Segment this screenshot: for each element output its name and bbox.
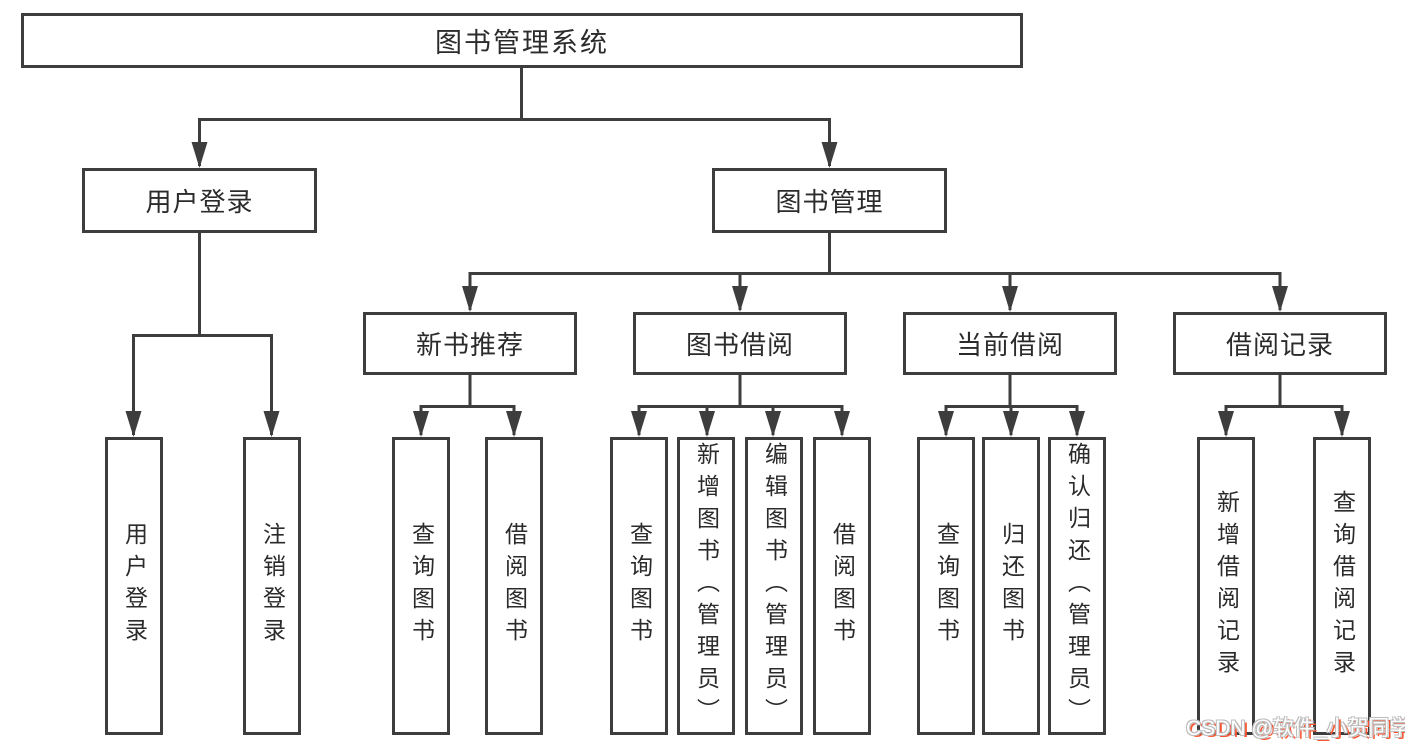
node-label: 借阅图书 — [501, 522, 528, 650]
leaf-add-borrow-record: 新增借阅记录 — [1197, 437, 1255, 735]
node-label: 新增借阅记录 — [1213, 490, 1240, 682]
node-label: 图书管理 — [775, 187, 884, 217]
leaf-query-books-current: 查询图书 — [917, 437, 975, 735]
csdn-watermark: CSDN @软件_小贺同学 — [1186, 717, 1405, 740]
leaf-borrow-books-borrowing: 借阅图书 — [813, 437, 871, 735]
node-book-borrowing: 图书借阅 — [633, 312, 847, 375]
leaf-query-books-borrowing: 查询图书 — [610, 437, 668, 735]
node-library-management-system: 图书管理系统 — [21, 13, 1023, 68]
node-user-login: 用户登录 — [82, 168, 317, 233]
node-label: 借阅图书 — [829, 522, 856, 650]
node-label: 编辑图书（管理员） — [761, 442, 788, 730]
node-label: 图书借阅 — [685, 330, 794, 360]
node-label: 当前借阅 — [955, 330, 1064, 360]
node-label: 图书管理系统 — [435, 28, 609, 58]
node-label: 查询借阅记录 — [1329, 490, 1356, 682]
node-label: 归还图书 — [998, 522, 1025, 650]
leaf-query-books-recommend: 查询图书 — [392, 437, 450, 735]
node-label: 查询图书 — [626, 522, 653, 650]
node-label: 确认归还（管理员） — [1064, 442, 1091, 730]
leaf-add-books-admin: 新增图书（管理员） — [677, 437, 735, 735]
node-new-book-recommendation: 新书推荐 — [363, 312, 577, 375]
node-label: 用户登录 — [145, 187, 254, 217]
node-borrowing-records: 借阅记录 — [1173, 312, 1387, 375]
leaf-edit-books-admin: 编辑图书（管理员） — [745, 437, 803, 735]
node-label: 借阅记录 — [1225, 330, 1334, 360]
node-label: 查询图书 — [408, 522, 435, 650]
node-label: 查询图书 — [933, 522, 960, 650]
node-label: 用户登录 — [121, 522, 148, 650]
leaf-confirm-return-admin: 确认归还（管理员） — [1048, 437, 1106, 735]
node-label: 注销登录 — [259, 522, 286, 650]
node-current-borrowing: 当前借阅 — [903, 312, 1117, 375]
node-label: 新书推荐 — [415, 330, 524, 360]
leaf-user-login: 用户登录 — [105, 437, 163, 735]
node-label: 新增图书（管理员） — [693, 442, 720, 730]
node-book-management: 图书管理 — [712, 168, 947, 233]
leaf-logout: 注销登录 — [243, 437, 301, 735]
leaf-borrow-books-recommend: 借阅图书 — [485, 437, 543, 735]
leaf-query-borrow-record: 查询借阅记录 — [1313, 437, 1371, 735]
leaf-return-books: 归还图书 — [982, 437, 1040, 735]
